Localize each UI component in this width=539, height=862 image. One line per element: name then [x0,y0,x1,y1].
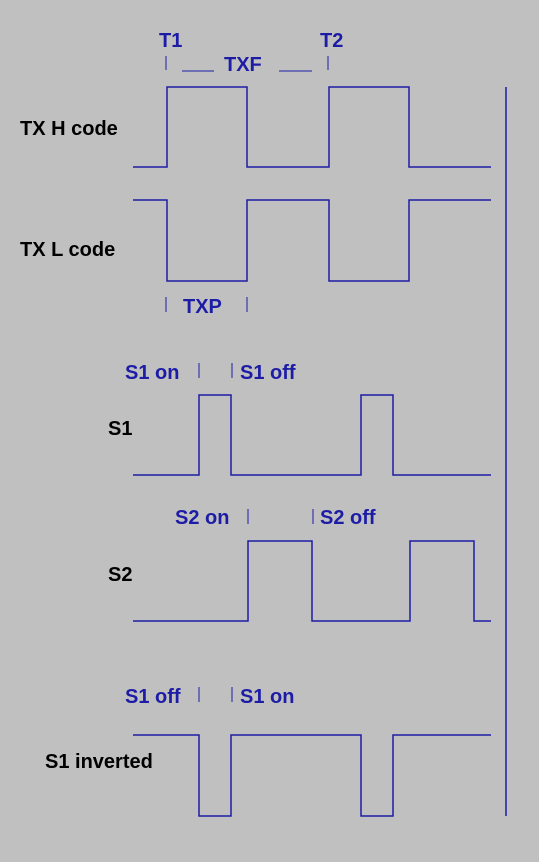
tx-h-waveform [133,86,491,168]
s2-off-label: S2 off [320,507,376,529]
s1-on-inverted-label: S1 on [240,686,294,708]
tx-h-code-label: TX H code [20,118,118,140]
tx-l-waveform [133,199,491,282]
tx-l-code-label: TX L code [20,239,115,261]
txf-label: TXF [224,54,262,76]
s1-inverted-waveform [133,734,491,817]
t2-label: T2 [320,30,343,52]
s1-inverted-label: S1 inverted [45,751,153,773]
s1-off-inverted-label: S1 off [125,686,181,708]
s1-off-label: S1 off [240,362,296,384]
t1-label: T1 [159,30,182,52]
txp-label: TXP [183,296,222,318]
s2-label: S2 [108,564,132,586]
s1-on-label: S1 on [125,362,179,384]
s2-on-label: S2 on [175,507,229,529]
s1-waveform [133,394,491,476]
s2-waveform [133,540,491,622]
s1-label: S1 [108,418,132,440]
